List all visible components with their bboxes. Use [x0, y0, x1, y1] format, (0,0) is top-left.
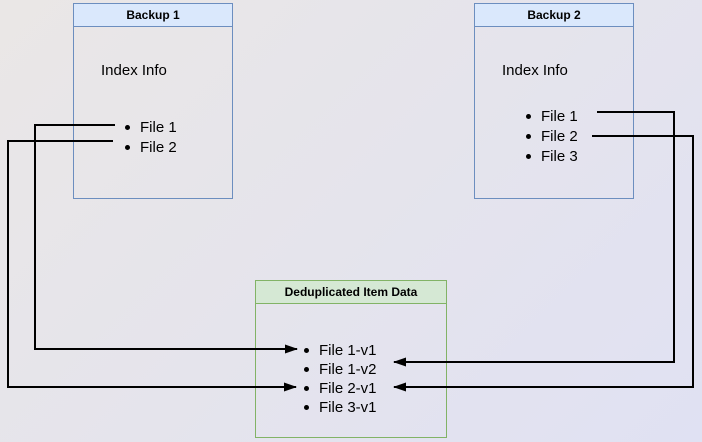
- bullet-icon: [125, 144, 130, 150]
- bullet-icon: [125, 124, 130, 130]
- backup2-subtitle: Index Info: [502, 62, 568, 79]
- backup1-file-list: File 1 File 2: [125, 117, 177, 157]
- list-item: File 2: [125, 137, 177, 157]
- list-item-label: File 3-v1: [319, 399, 377, 416]
- dedup-header: Deduplicated Item Data: [256, 281, 446, 304]
- list-item-label: File 2: [140, 138, 177, 156]
- bullet-icon: [304, 386, 309, 391]
- list-item: File 3-v1: [304, 398, 377, 417]
- list-item: File 2-v1: [304, 379, 377, 398]
- bullet-icon: [526, 153, 531, 159]
- list-item: File 1: [125, 117, 177, 137]
- dedup-file-list: File 1-v1 File 1-v2 File 2-v1 File 3-v1: [304, 341, 377, 417]
- list-item-label: File 2: [541, 127, 578, 145]
- list-item-label: File 3: [541, 147, 578, 165]
- dedup-box: Deduplicated Item Data File 1-v1 File 1-…: [255, 280, 447, 438]
- bullet-icon: [526, 133, 531, 139]
- list-item-label: File 1: [541, 107, 578, 125]
- list-item: File 2: [526, 126, 578, 146]
- backup2-file-list: File 1 File 2 File 3: [526, 106, 578, 166]
- bullet-icon: [304, 367, 309, 372]
- backup2-box: Backup 2 Index Info File 1 File 2 File 3: [474, 3, 634, 199]
- backup2-title: Backup 2: [527, 8, 581, 22]
- backup1-title: Backup 1: [126, 8, 180, 22]
- bullet-icon: [304, 348, 309, 353]
- list-item-label: File 1-v1: [319, 342, 377, 359]
- dedup-title: Deduplicated Item Data: [284, 285, 418, 299]
- backup1-box: Backup 1 Index Info File 1 File 2: [73, 3, 233, 199]
- bullet-icon: [526, 113, 531, 119]
- bullet-icon: [304, 405, 309, 410]
- list-item-label: File 1: [140, 118, 177, 136]
- backup1-header: Backup 1: [74, 4, 232, 27]
- backup1-subtitle: Index Info: [101, 62, 167, 79]
- list-item: File 3: [526, 146, 578, 166]
- list-item: File 1: [526, 106, 578, 126]
- list-item-label: File 1-v2: [319, 361, 377, 378]
- backup2-header: Backup 2: [475, 4, 633, 27]
- list-item-label: File 2-v1: [319, 380, 377, 397]
- list-item: File 1-v2: [304, 360, 377, 379]
- list-item: File 1-v1: [304, 341, 377, 360]
